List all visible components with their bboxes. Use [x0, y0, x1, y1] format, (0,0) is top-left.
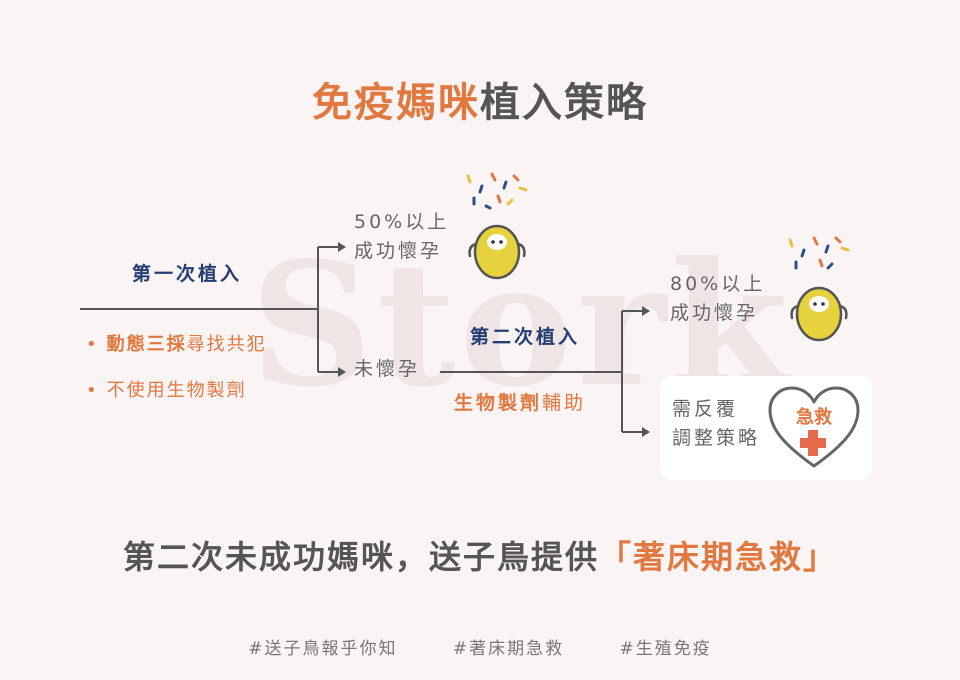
conclusion-text: 第二次未成功媽咪，送子鳥提供「著床期急救」: [0, 532, 960, 578]
page-title: 免疫媽咪植入策略: [0, 70, 960, 128]
happy-egg-icon: [466, 172, 528, 280]
second-success-text: 80%以上 成功懷孕: [670, 270, 765, 329]
second-implant-label: 第二次植入: [470, 326, 581, 348]
arrow-head: [338, 367, 346, 377]
adjust-line-1: 需反覆: [672, 398, 739, 420]
biologics-support: 生物製劑輔助: [454, 389, 586, 418]
success-rate: 50%以上: [354, 211, 450, 233]
support-rest: 輔助: [542, 392, 587, 414]
happy-egg-icon: [788, 236, 850, 342]
arrow-head: [642, 306, 650, 316]
hashtag: #著床期急救: [452, 639, 565, 659]
title-highlight: 免疫媽咪: [312, 80, 480, 126]
not-pregnant-text: 未懷孕: [354, 358, 421, 380]
hashtag-row: #送子鳥報乎你知 #著床期急救 #生殖免疫: [0, 634, 960, 659]
success-outcome: 成功懷孕: [670, 302, 759, 325]
first-implant-label: 第一次植入: [132, 263, 243, 285]
adjust-strategy-text: 需反覆 調整策略: [672, 395, 760, 454]
hashtag: #送子鳥報乎你知: [248, 639, 398, 659]
arrow-head: [338, 242, 346, 252]
bullet-dynamic-sampling: • 動態三採尋找共犯: [86, 330, 267, 356]
support-strong: 生物製劑: [454, 392, 543, 414]
bullet-rest: 尋找共犯: [186, 334, 267, 355]
hashtag: #生殖免疫: [619, 639, 712, 659]
bullet-dot: •: [86, 380, 99, 401]
bullet-strong: 動態三採: [106, 334, 187, 355]
title-rest: 植入策略: [480, 80, 648, 126]
conclusion-highlight: 「著床期急救」: [599, 538, 838, 576]
bullet-no-biologics: • 不使用生物製劑: [86, 376, 247, 402]
confetti: [466, 172, 528, 210]
first-success-text: 50%以上 成功懷孕: [354, 208, 449, 267]
conclusion-main: 第二次未成功媽咪，送子鳥提供: [122, 538, 599, 576]
arrow-head: [642, 427, 650, 437]
bullet-text: 不使用生物製劑: [106, 380, 247, 401]
heart-label: 急救: [796, 406, 832, 428]
confetti: [788, 236, 850, 270]
bullet-dot: •: [86, 334, 99, 355]
success-outcome: 成功懷孕: [354, 240, 443, 263]
adjust-line-2: 調整策略: [672, 427, 761, 450]
success-rate: 80%以上: [670, 273, 766, 295]
heart-emergency-icon: 急救: [768, 386, 860, 468]
